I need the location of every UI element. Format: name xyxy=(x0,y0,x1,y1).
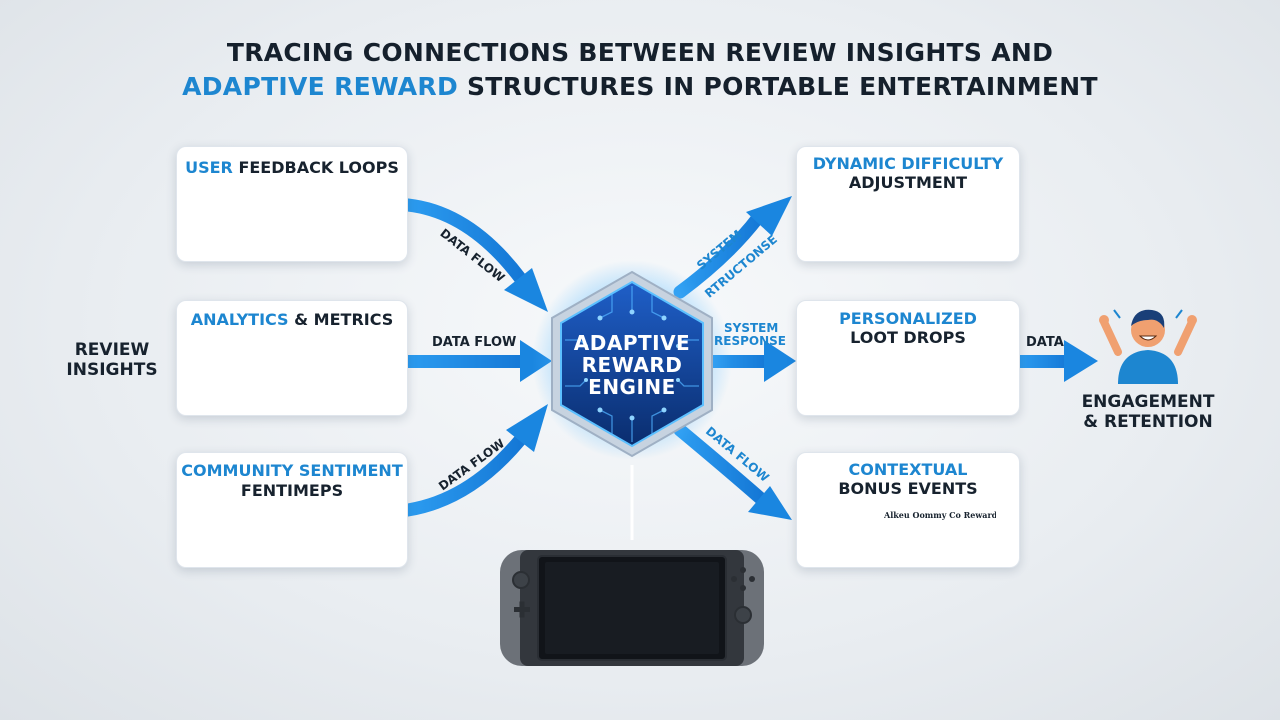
card-title: USER FEEDBACK LOOPS xyxy=(177,158,407,178)
diagram-title: TRACING CONNECTIONS BETWEEN REVIEW INSIG… xyxy=(0,36,1280,104)
engagement-line-1: ENGAGEMENT xyxy=(1081,392,1215,412)
flow-label-mid-right-1: SYSTEM xyxy=(724,321,779,335)
celebrating-person-icon xyxy=(1099,309,1197,384)
card-title-rest: FEEDBACK LOOPS xyxy=(232,158,399,177)
card-community-sentiment: COMMUNITY SENTIMENT FENTIMEPS xyxy=(176,452,408,568)
handheld-console-image xyxy=(500,550,764,666)
engine-line-1: ADAPTIVE xyxy=(573,331,691,355)
card-title-line-1: PERSONALIZED xyxy=(839,309,977,328)
flow-label-far-right: DATA xyxy=(1026,335,1064,350)
card-contextual-bonus: CONTEXTUAL BONUS EVENTS xyxy=(796,452,1020,568)
title-rest: STRUCTURES IN PORTABLE ENTERTAINMENT xyxy=(458,72,1098,101)
arrow-feedback-to-engine xyxy=(401,198,548,312)
engine-line-2: REWARD xyxy=(581,353,683,377)
card-title-line-1: CONTEXTUAL xyxy=(848,460,968,479)
card-title: ANALYTICS & METRICS xyxy=(177,310,407,330)
review-insights-label: REVIEW INSIGHTS xyxy=(52,340,172,380)
card-title-line-2: FENTIMEPS xyxy=(240,481,344,500)
engine-hexagon xyxy=(532,260,732,460)
card-title-accent: USER xyxy=(185,158,233,177)
flow-label-mid-right-2: RESPONSE xyxy=(714,334,786,348)
card-title-line-2: ADJUSTMENT xyxy=(848,173,968,192)
review-insights-line-2: INSIGHTS xyxy=(66,360,158,380)
flow-label-mid-left: DATA FLOW xyxy=(432,335,517,350)
engine-line-3: ENGINE xyxy=(588,375,676,399)
engagement-retention-label: ENGAGEMENT & RETENTION xyxy=(1068,392,1228,432)
arrow-loot-to-engagement xyxy=(1020,340,1098,382)
card-title-accent: ANALYTICS xyxy=(190,310,289,329)
card-title-line-2: BONUS EVENTS xyxy=(838,479,978,498)
card-dynamic-difficulty: DYNAMIC DIFFICULTY ADJUSTMENT xyxy=(796,146,1020,262)
card-title-line-2: LOOT DROPS xyxy=(850,328,966,347)
engine-label: ADAPTIVE REWARD ENGINE xyxy=(560,332,704,398)
engagement-line-2: & RETENTION xyxy=(1083,412,1213,432)
title-line-2: ADAPTIVE REWARD STRUCTURES IN PORTABLE E… xyxy=(0,70,1280,104)
card-user-feedback-loops: USER FEEDBACK LOOPS xyxy=(176,146,408,262)
arrow-community-to-engine xyxy=(401,404,548,517)
card-title-rest: & METRICS xyxy=(288,310,394,329)
review-insights-line-1: REVIEW xyxy=(74,340,150,360)
card-personalized-loot: PERSONALIZED LOOT DROPS xyxy=(796,300,1020,416)
title-line-1: TRACING CONNECTIONS BETWEEN REVIEW INSIG… xyxy=(226,38,1054,67)
card-title-line-1: DYNAMIC DIFFICULTY xyxy=(812,154,1004,173)
title-accent: ADAPTIVE REWARD xyxy=(182,72,458,101)
card-analytics-metrics: ANALYTICS & METRICS xyxy=(176,300,408,416)
card-title-line-1: COMMUNITY SENTIMENT xyxy=(181,461,403,480)
notification-text: Alkeu Oommy Co Rewards xyxy=(884,510,996,520)
